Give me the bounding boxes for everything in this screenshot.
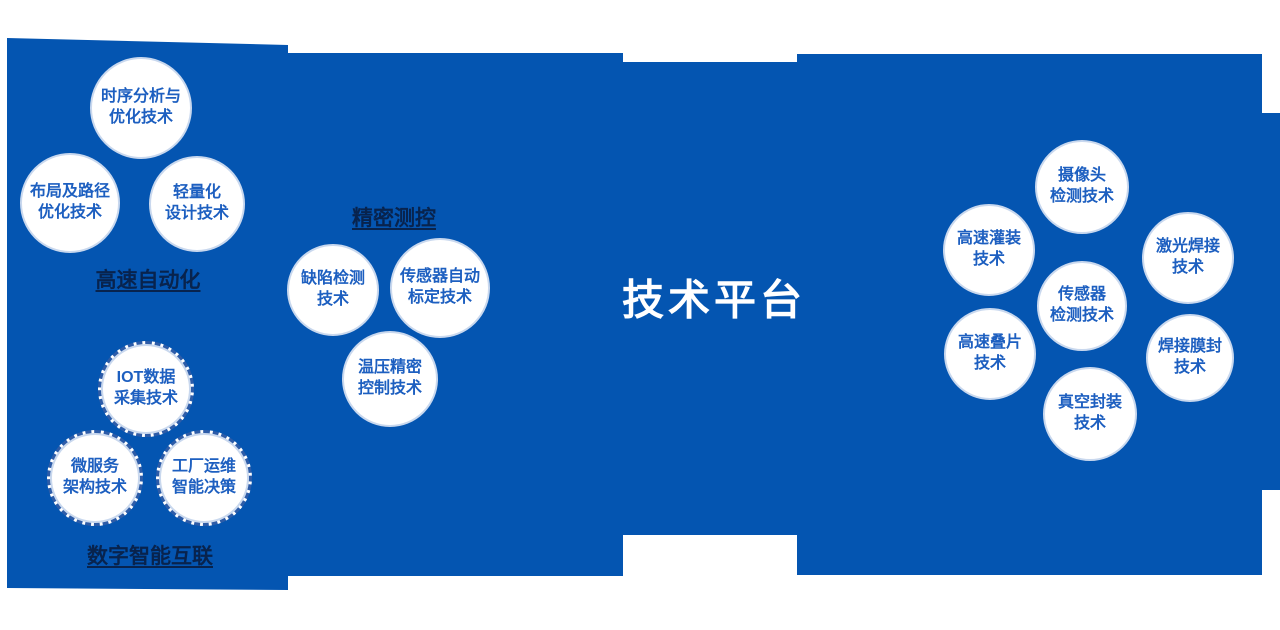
tech-circle: 工厂运维智能决策 bbox=[156, 430, 252, 526]
circle-label-line: 智能决策 bbox=[171, 479, 236, 496]
circle-label-line: 采集技术 bbox=[113, 390, 178, 407]
circle-label-line: IOT数据 bbox=[116, 369, 176, 387]
tech-circle: IOT数据采集技术 bbox=[98, 341, 194, 437]
tech-circle: 微服务架构技术 bbox=[47, 430, 143, 526]
circle-label-line: 技术 bbox=[972, 251, 1005, 268]
page-title: 技术平台 bbox=[621, 276, 807, 324]
tech-circle: 真空封装技术 bbox=[1043, 367, 1137, 461]
circle-label-line: 时序分析与 bbox=[100, 88, 181, 106]
circle-label-line: 检测技术 bbox=[1049, 188, 1114, 205]
circle-label-line: 技术 bbox=[1073, 415, 1106, 432]
circle-label-line: 架构技术 bbox=[62, 479, 127, 496]
circle-label-line: 技术 bbox=[973, 355, 1006, 372]
circle-label-line: 传感器 bbox=[1057, 286, 1106, 304]
circle-label-line: 微服务 bbox=[70, 458, 119, 476]
background-shape-middle bbox=[288, 53, 797, 576]
tech-circle: 温压精密控制技术 bbox=[342, 331, 438, 427]
circle-label-line: 布局及路径 bbox=[29, 183, 110, 201]
circle-label-line: 温压精密 bbox=[357, 359, 422, 377]
circle-label-line: 设计技术 bbox=[164, 205, 229, 222]
circle-label-line: 焊接膜封 bbox=[1157, 338, 1222, 356]
circle-label-line: 高速灌装 bbox=[956, 230, 1021, 248]
tech-circle: 布局及路径优化技术 bbox=[20, 153, 120, 253]
group-label: 数字智能互联 bbox=[87, 545, 213, 568]
circle-label-line: 检测技术 bbox=[1049, 307, 1114, 324]
tech-circle: 高速灌装技术 bbox=[943, 204, 1035, 296]
circle-label-line: 控制技术 bbox=[357, 380, 422, 397]
circle-label-line: 优化技术 bbox=[37, 204, 102, 221]
circle-label-line: 技术 bbox=[1173, 359, 1206, 376]
circle-label-line: 优化技术 bbox=[108, 109, 173, 126]
tech-circle: 摄像头检测技术 bbox=[1035, 140, 1129, 234]
tech-circle: 激光焊接技术 bbox=[1142, 212, 1234, 304]
tech-circle: 时序分析与优化技术 bbox=[90, 57, 192, 159]
circle-label-line: 传感器自动 bbox=[399, 268, 480, 286]
tech-circle: 缺陷检测技术 bbox=[287, 244, 379, 336]
tech-circle: 焊接膜封技术 bbox=[1146, 314, 1234, 402]
circle-label-line: 工厂运维 bbox=[171, 458, 236, 476]
circle-label-line: 轻量化 bbox=[172, 184, 221, 202]
circle-label-line: 激光焊接 bbox=[1155, 238, 1220, 256]
circle-label-line: 缺陷检测 bbox=[300, 270, 365, 288]
tech-circle: 传感器自动标定技术 bbox=[390, 238, 490, 338]
circle-label-line: 真空封装 bbox=[1057, 394, 1122, 412]
tech-circle: 高速叠片技术 bbox=[944, 308, 1036, 400]
tech-circle: 传感器检测技术 bbox=[1037, 261, 1127, 351]
circle-label-line: 摄像头 bbox=[1057, 167, 1106, 185]
circle-label-line: 技术 bbox=[316, 291, 349, 308]
circle-label-line: 高速叠片 bbox=[957, 334, 1022, 352]
circle-label-line: 技术 bbox=[1171, 259, 1204, 276]
circle-label-line: 标定技术 bbox=[407, 289, 472, 306]
tech-circle: 轻量化设计技术 bbox=[149, 156, 245, 252]
group-label: 高速自动化 bbox=[95, 269, 201, 292]
group-label: 精密测控 bbox=[352, 207, 436, 230]
